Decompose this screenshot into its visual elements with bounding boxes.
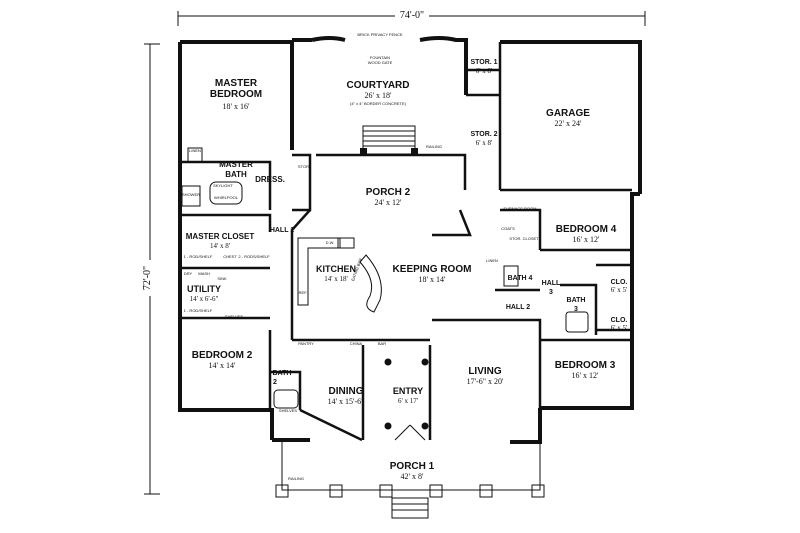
master-bedroom-label: MASTER xyxy=(215,78,258,89)
keeping-room-size: 18' x 14' xyxy=(419,275,446,284)
exterior-walls xyxy=(178,36,642,444)
porch2-size: 24' x 12' xyxy=(375,198,402,207)
clo-upper-size: 6' x 5' xyxy=(611,286,628,294)
bath4-label: BATH 4 xyxy=(508,275,533,282)
chest-note: CHEST xyxy=(223,254,237,259)
courtyard-size: 26' x 18' xyxy=(365,91,392,100)
furnace-room-note: FURNACE ROOM xyxy=(504,206,537,211)
bedroom4-label: BEDROOM 4 xyxy=(556,224,617,235)
stor-note: STOR. xyxy=(298,164,310,169)
utility-label: UTILITY xyxy=(187,284,221,294)
garage-size: 22' x 24' xyxy=(555,119,582,128)
bath-fixtures xyxy=(181,147,589,409)
bedroom2-label: BEDROOM 2 xyxy=(192,350,253,361)
master-bath-label: MASTER xyxy=(219,160,253,169)
linen-note: LINEN xyxy=(189,148,201,153)
master-closet-label: MASTER CLOSET xyxy=(186,232,255,241)
linen-note-2: LINEN xyxy=(486,258,498,263)
hall3-label-2: 3 xyxy=(549,289,553,296)
master-bedroom-label-2: BEDROOM xyxy=(210,89,262,100)
entry-size: 6' x 17' xyxy=(398,397,418,405)
bedroom4-size: 16' x 12' xyxy=(573,235,600,244)
master-closet-size: 14' x 8' xyxy=(210,242,230,250)
courtyard-label: COURTYARD xyxy=(347,80,410,91)
stor1-size: 6' x 8' xyxy=(476,67,493,75)
ref-note: REF. xyxy=(299,290,308,295)
porch1-label: PORCH 1 xyxy=(390,461,435,472)
dry-note: DRY xyxy=(184,271,193,276)
overall-width-dim: 74'-0" xyxy=(400,10,424,21)
kitchen-counters xyxy=(297,237,382,313)
whirlpool-note: WHIRLPOOL xyxy=(214,195,239,200)
bath2-label-2: 2 xyxy=(273,379,277,386)
master-bedroom-size: 18' x 16' xyxy=(223,102,250,111)
dw-note: D.W. xyxy=(326,240,335,245)
hall1-label: HALL 1 xyxy=(270,227,294,234)
bedroom2-size: 14' x 14' xyxy=(209,361,236,370)
shelves-note: SHELVES xyxy=(225,314,243,319)
interior-walls xyxy=(180,42,634,442)
porch1-size: 42' x 8' xyxy=(401,472,424,481)
stor2-size: 6' x 8' xyxy=(476,139,493,147)
wood-gate-note: WOOD GATE xyxy=(368,60,393,65)
keeping-room-label: KEEPING ROOM xyxy=(393,264,472,275)
stor1-label: STOR. 1 xyxy=(470,59,497,66)
columns xyxy=(384,358,429,441)
entry-label: ENTRY xyxy=(393,386,423,396)
master-bath-label-2: BATH xyxy=(225,170,247,179)
rod-shelf-2: 2 - RODS/SHELF xyxy=(238,254,270,259)
shelves-note-2: SHELVES xyxy=(279,408,297,413)
pantry-note: PANTRY xyxy=(298,341,314,346)
skylight-note: SKYLIGHT xyxy=(213,183,233,188)
living-label: LIVING xyxy=(468,366,502,377)
bath2-label: BATH xyxy=(273,370,292,377)
fountain-note: FOUNTAIN xyxy=(370,55,390,60)
dress-label: DRESS. xyxy=(255,175,285,184)
kitchen-label: KITCHEN xyxy=(316,264,356,274)
dining-size: 14' x 15'-6" xyxy=(328,397,365,406)
dining-label: DINING xyxy=(329,386,364,397)
stor2-label: STOR. 2 xyxy=(470,131,497,138)
rod-shelf-1: 1 - ROD/SHELF xyxy=(184,254,213,259)
overall-depth-dim: 72'-0" xyxy=(142,266,153,290)
courtyard-railing: RAILING xyxy=(426,144,442,149)
clo-lower-label: CLO. xyxy=(611,317,628,324)
wash-note: WASH xyxy=(198,271,210,276)
china-note: CHINA xyxy=(350,341,363,346)
stor-closet-note: STOR. CLOSET xyxy=(509,236,539,241)
garage-label: GARAGE xyxy=(546,108,590,119)
shower-note: SHOWER xyxy=(182,192,200,197)
coats-note: COATS xyxy=(501,226,515,231)
porch2-label: PORCH 2 xyxy=(366,187,411,198)
hall3-label: HALL xyxy=(542,280,561,287)
rod-shelf-3: 1 - ROD/SHELF xyxy=(184,308,213,313)
living-size: 17'-6" x 20' xyxy=(467,377,504,386)
kitchen-size: 14' x 18' xyxy=(324,275,348,283)
bath3-label: BATH xyxy=(567,297,586,304)
privacy-fence-note: BRICK PRIVACY FENCE xyxy=(357,32,403,37)
clo-upper-label: CLO. xyxy=(611,279,628,286)
utility-size: 14' x 6'-6" xyxy=(190,295,219,303)
clo-lower-size: 6' x 5' xyxy=(611,324,628,332)
porch-railing: RAILING xyxy=(288,476,304,481)
bedroom3-label: BEDROOM 3 xyxy=(555,360,616,371)
bedroom3-size: 16' x 12' xyxy=(572,371,599,380)
courtyard-note: (4" x 4" BORDER CONCRETE) xyxy=(350,101,407,106)
courtyard-steps xyxy=(360,125,418,155)
bar-note: BAR xyxy=(378,341,386,346)
sink-note: SINK xyxy=(217,276,227,281)
hall2-label: HALL 2 xyxy=(506,304,530,311)
porch-1-structure xyxy=(275,442,545,519)
bath3-label-2: 3 xyxy=(574,306,578,313)
